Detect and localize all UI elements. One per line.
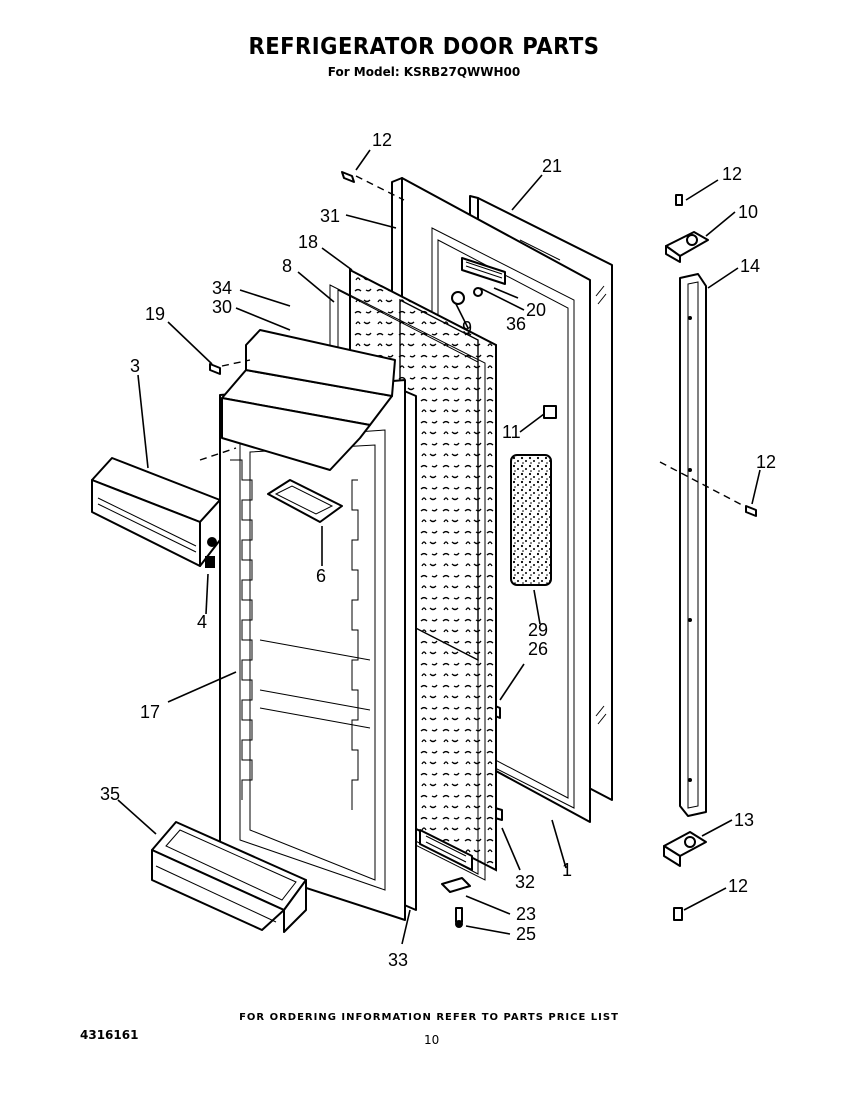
hinge-bracket-part-10 [665, 231, 709, 263]
callout-10: 10 [738, 202, 758, 222]
callout-36: 36 [506, 314, 526, 334]
bracket-part-23 [441, 877, 471, 893]
callout-8: 8 [282, 256, 292, 276]
callout-35: 35 [100, 784, 120, 804]
leader-lines [117, 149, 761, 945]
callout-1: 1 [562, 860, 572, 880]
callout-12-hinge-top: 12 [722, 164, 742, 184]
callout-17: 17 [140, 702, 160, 722]
door-bin-part-35 [151, 821, 307, 933]
hinge-trim-part-14 [679, 273, 707, 817]
callout-11: 11 [502, 422, 521, 442]
dispenser-cover-part-3 [91, 457, 221, 568]
callout-32: 32 [515, 872, 535, 892]
callout-30: 30 [212, 297, 232, 317]
callout-4: 4 [197, 612, 207, 632]
screw-part-25 [455, 907, 463, 928]
callout-12-top: 12 [372, 130, 392, 150]
callout-23: 23 [516, 904, 536, 924]
callout-33: 33 [388, 950, 408, 970]
model-subtitle: For Model: KSRB27QWWH00 [327, 65, 521, 79]
screw-part-19 [209, 363, 221, 375]
callout-20: 20 [526, 300, 546, 320]
callout-3: 3 [130, 356, 140, 376]
callout-13: 13 [734, 810, 754, 830]
inner-liner-part-17 [219, 329, 406, 921]
callout-31: 31 [320, 206, 340, 226]
callout-26: 26 [528, 639, 548, 659]
screw-part-12-bottom [673, 907, 683, 921]
callout-19: 19 [145, 304, 165, 324]
hinge-bracket-part-13 [663, 831, 707, 867]
document-number: 4316161 [80, 1028, 139, 1042]
callout-34: 34 [212, 278, 232, 298]
callout-29: 29 [528, 620, 548, 640]
callout-14: 14 [740, 256, 760, 276]
screw-part-12-side [745, 505, 757, 517]
callout-12-bottom: 12 [728, 876, 748, 896]
dispenser-pad-part-6 [267, 479, 343, 523]
callout-labels: 12 21 31 18 8 34 30 19 3 20 36 9 11 6 4 … [100, 130, 776, 970]
callout-6: 6 [316, 566, 326, 586]
callout-18: 18 [298, 232, 318, 252]
ordering-note: FOR ORDERING INFORMATION REFER TO PARTS … [239, 1012, 619, 1023]
page-title: REFRIGERATOR DOOR PARTS [248, 34, 600, 60]
callout-21: 21 [542, 156, 562, 176]
screw-part-12-top [341, 171, 355, 183]
callout-9: 9 [462, 318, 472, 338]
page-number: 10 [424, 1033, 440, 1047]
callout-12-side: 12 [756, 452, 776, 472]
screw-part-12-hinge-top [675, 194, 683, 206]
callout-25: 25 [516, 924, 536, 944]
